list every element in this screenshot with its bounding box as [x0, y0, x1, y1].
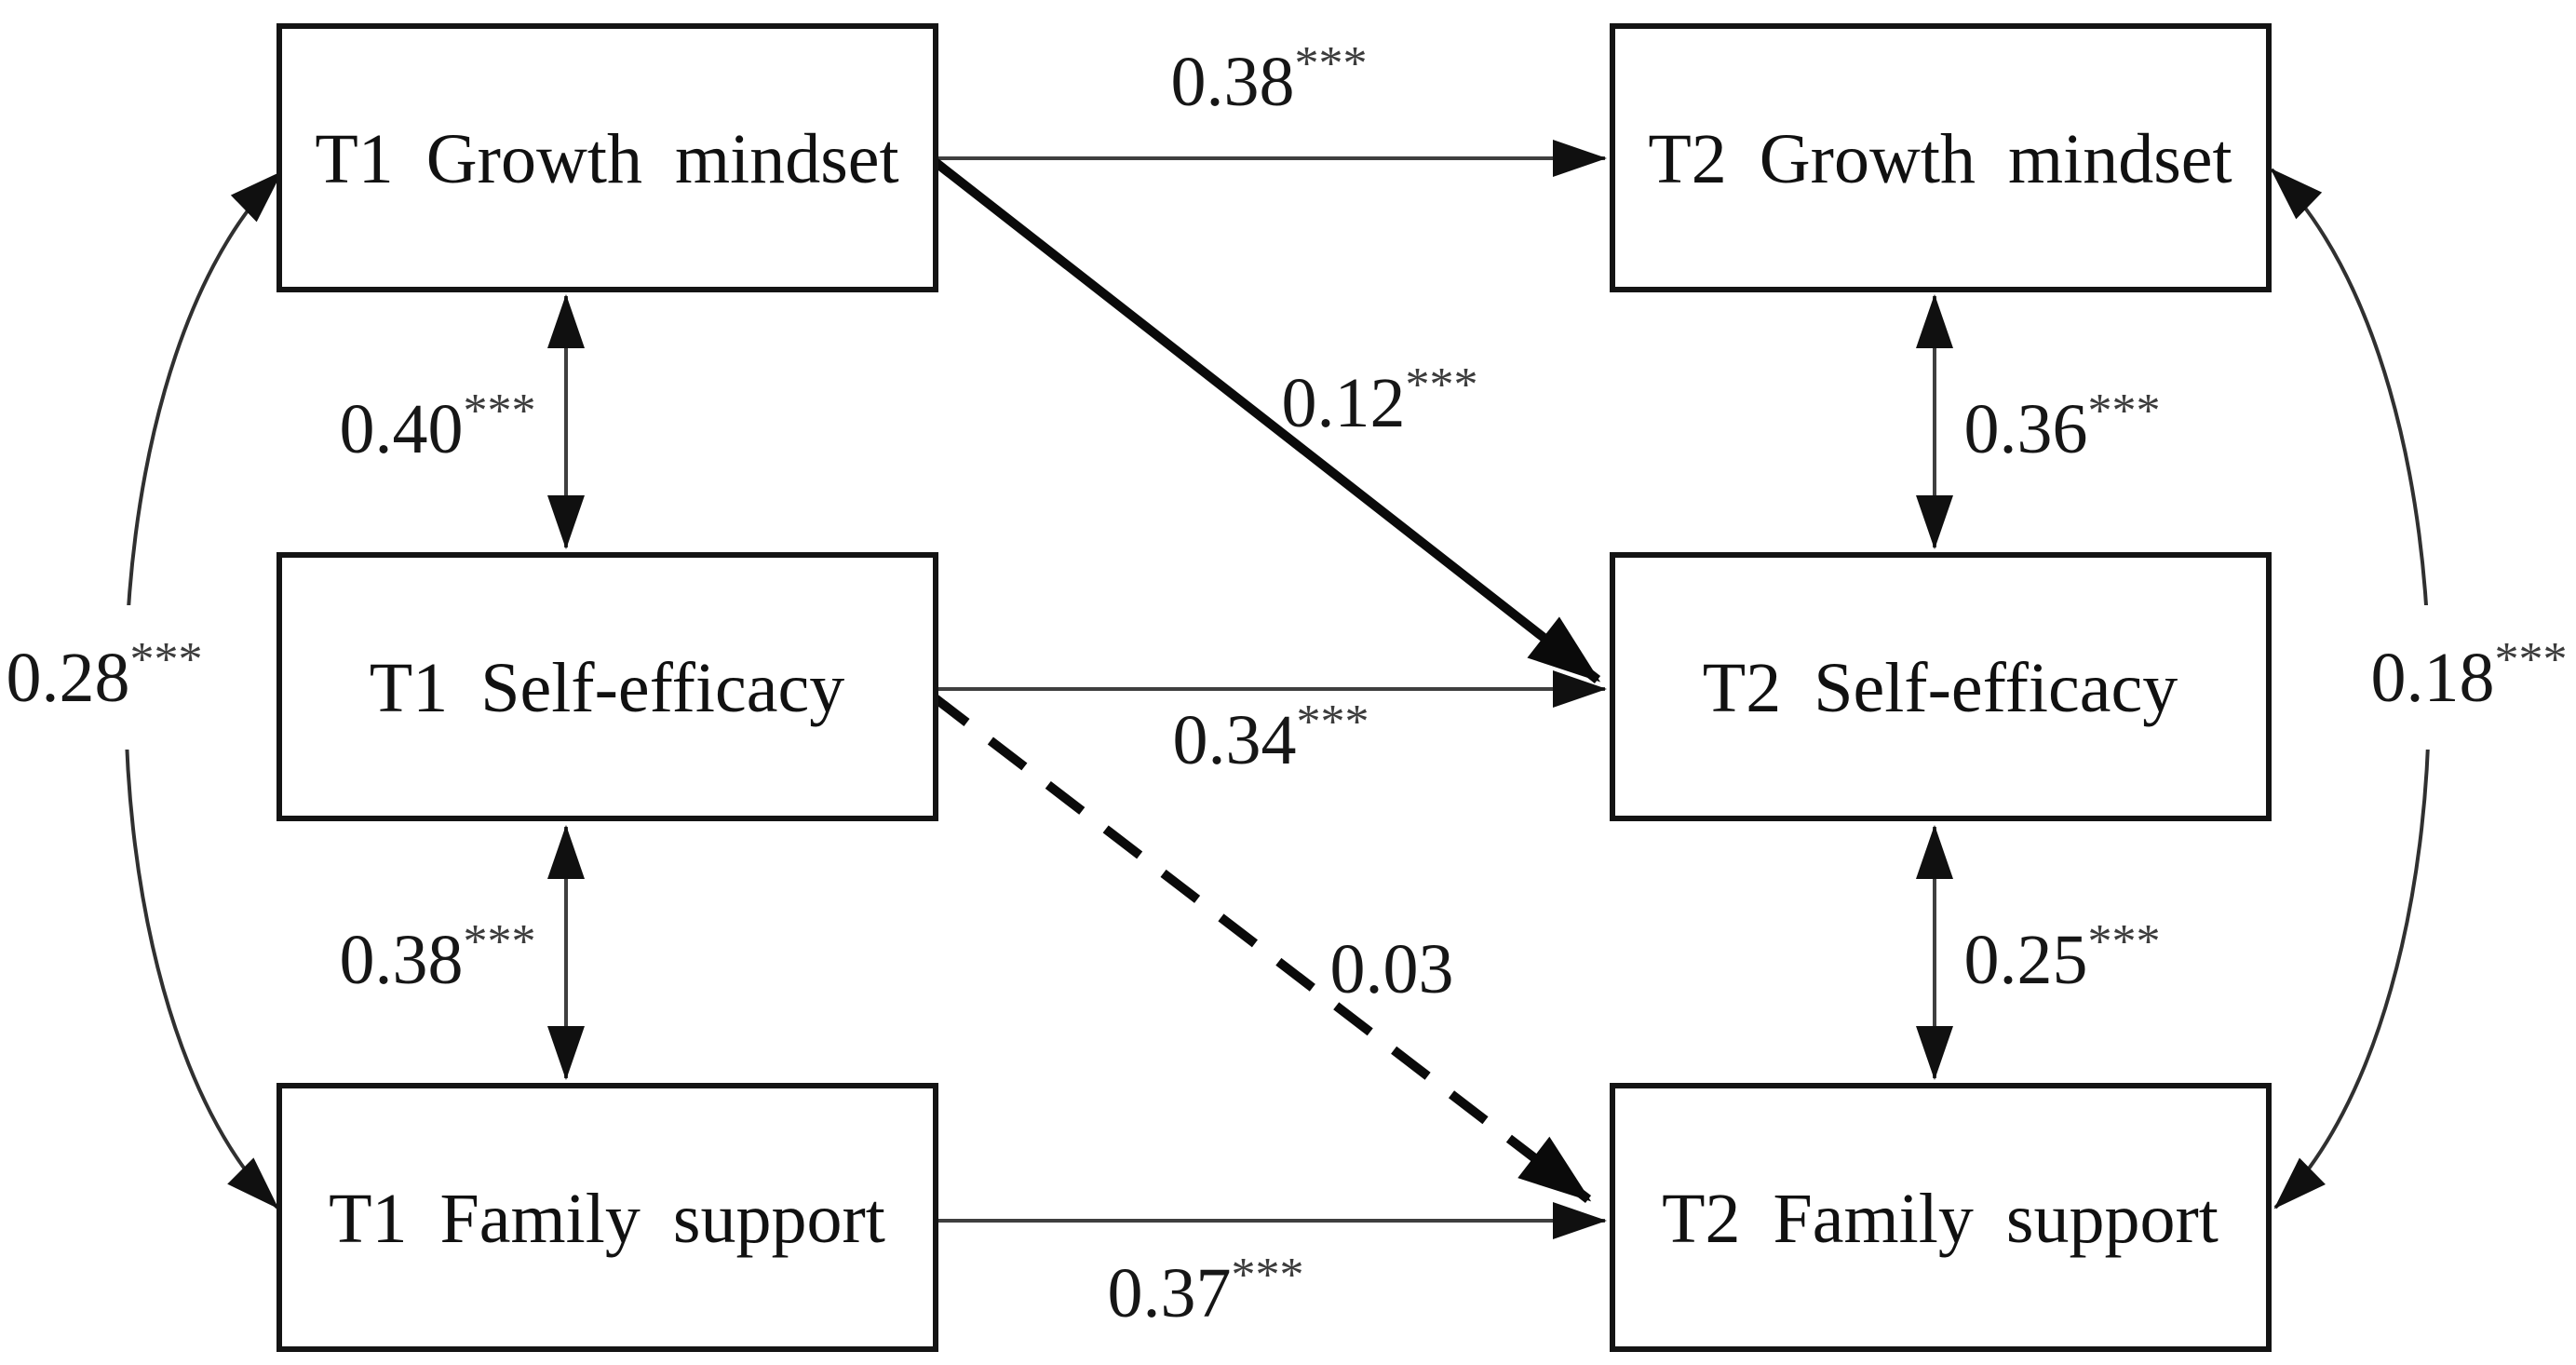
label-backdrop-right	[2360, 605, 2576, 750]
box-t1-family-support	[276, 1083, 938, 1352]
box-label-t1-growth-mindset: T1 Growth mindset	[315, 120, 898, 198]
coef-t1-gm-se-cov: 0.40***	[340, 385, 536, 468]
coef-se-to-fs-cross: 0.03	[1330, 930, 1454, 1008]
box-label-t1-family-support: T1 Family support	[329, 1180, 885, 1258]
box-t2-self-efficacy	[1610, 552, 2272, 821]
box-label-t1-self-efficacy: T1 Self-efficacy	[370, 649, 844, 727]
label-backdrop-left	[0, 605, 219, 750]
box-t2-family-support	[1610, 1083, 2272, 1352]
box-t1-growth-mindset	[276, 23, 938, 292]
coef-t2-gm-fs-cov: 0.18***	[2371, 633, 2568, 717]
box-label-t2-self-efficacy: T2 Self-efficacy	[1703, 649, 2178, 727]
box-t2-growth-mindset	[1610, 23, 2272, 292]
path-t1gm-to-t2se-bold	[929, 156, 1601, 683]
coef-t1-gm-fs-cov: 0.28***	[7, 633, 203, 717]
box-t1-self-efficacy	[276, 552, 938, 821]
coef-t2-se-fs-cov: 0.25***	[1964, 915, 2161, 999]
coef-se-autoregressive: 0.34***	[1173, 696, 1369, 779]
coef-fs-autoregressive: 0.37***	[1108, 1249, 1304, 1332]
coef-t2-gm-se-cov: 0.36***	[1964, 385, 2161, 468]
box-label-t2-growth-mindset: T2 Growth mindset	[1648, 120, 2232, 198]
coef-gm-autoregressive: 0.38***	[1171, 37, 1368, 121]
coef-gm-to-se-cross: 0.12***	[1282, 358, 1478, 442]
path-t1se-to-t2fs-dashed	[929, 693, 1592, 1203]
box-label-t2-family-support: T2 Family support	[1662, 1180, 2219, 1258]
coef-t1-se-fs-cov: 0.38***	[340, 915, 536, 999]
